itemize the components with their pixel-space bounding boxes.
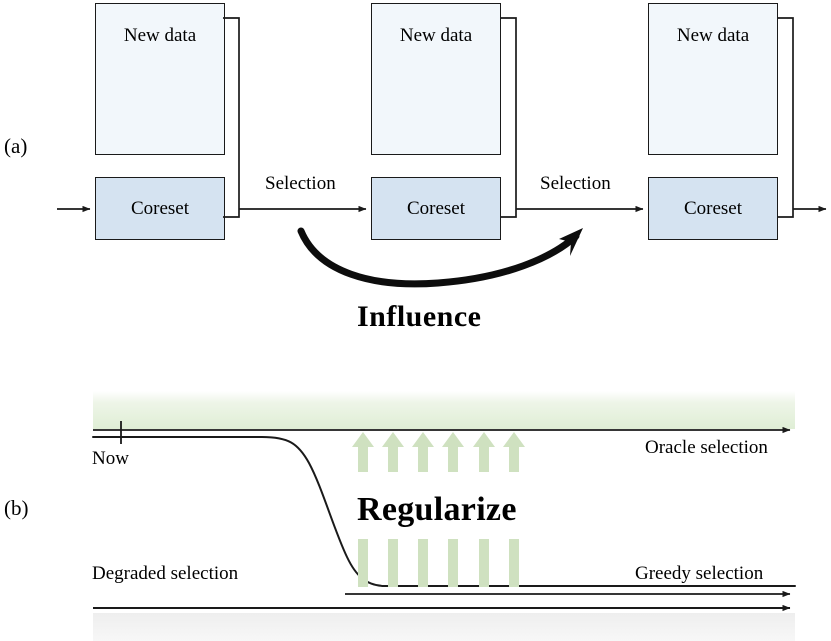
greedy-region-band <box>93 613 795 641</box>
coreset-label-2: Coreset <box>406 198 466 219</box>
influence-label: Influence <box>357 300 482 333</box>
panel-label-b: (b) <box>4 496 29 520</box>
regularize-lower-bars <box>358 539 519 587</box>
coreset-label-3: Coreset <box>683 198 743 219</box>
selection-label-1: Selection <box>265 173 336 194</box>
regularize-bar-3 <box>418 539 428 587</box>
bracket-1 <box>223 17 240 218</box>
regularize-up-arrow-1 <box>352 432 374 472</box>
regularize-bar-1 <box>358 539 368 587</box>
coreset-box-1: Coreset <box>95 177 225 240</box>
bracket-2 <box>500 17 517 218</box>
coreset-box-2: Coreset <box>371 177 501 240</box>
new-data-box-3: New data <box>648 3 778 155</box>
now-label: Now <box>92 448 129 469</box>
new-data-box-1: New data <box>95 3 225 155</box>
oracle-region-band <box>93 391 795 429</box>
regularize-up-arrow-5 <box>473 432 495 472</box>
regularize-up-arrow-6 <box>503 432 525 472</box>
regularize-bar-6 <box>509 539 519 587</box>
coreset-label-1: Coreset <box>130 198 190 219</box>
new-data-label-3: New data <box>676 25 750 46</box>
regularize-bar-2 <box>388 539 398 587</box>
influence-arrowhead <box>559 228 583 256</box>
panel-label-a: (a) <box>4 134 28 158</box>
regularize-label: Regularize <box>357 491 517 528</box>
new-data-box-2: New data <box>371 3 501 155</box>
regularize-up-arrow-2 <box>382 432 404 472</box>
new-data-label-1: New data <box>123 25 197 46</box>
degraded-selection-label: Degraded selection <box>92 563 239 584</box>
oracle-selection-label: Oracle selection <box>645 437 768 458</box>
regularize-bar-4 <box>448 539 458 587</box>
coreset-box-3: Coreset <box>648 177 778 240</box>
new-data-label-2: New data <box>399 25 473 46</box>
bracket-3 <box>777 17 794 218</box>
greedy-selection-label: Greedy selection <box>635 563 764 584</box>
selection-label-2: Selection <box>540 173 611 194</box>
regularize-up-arrow-3 <box>412 432 434 472</box>
regularize-up-arrow-4 <box>442 432 464 472</box>
regularize-bar-5 <box>479 539 489 587</box>
regularize-up-arrows <box>352 432 525 472</box>
